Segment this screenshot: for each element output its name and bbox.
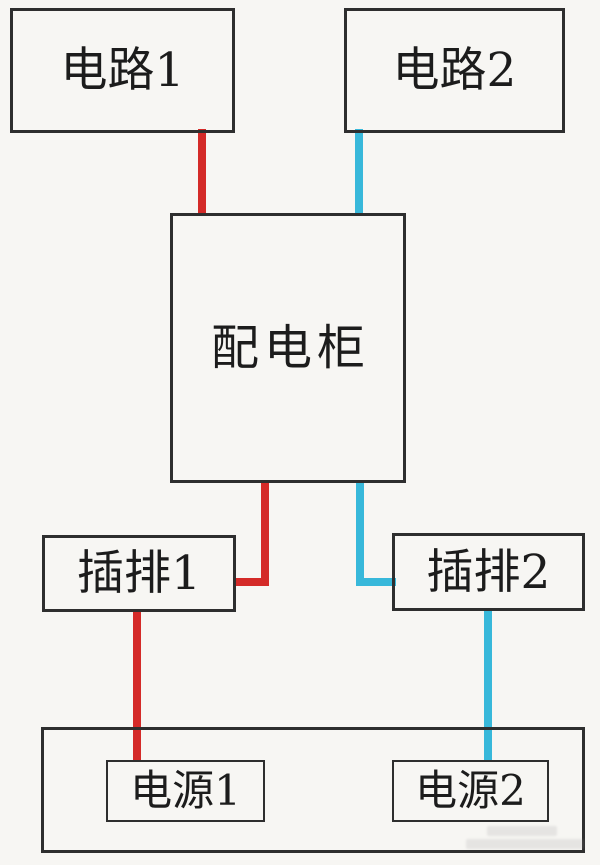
wire-strip2-to-source2 xyxy=(484,608,492,762)
node-power-source-2-label: 电源2 xyxy=(415,766,526,815)
watermark-smudge xyxy=(466,839,584,849)
power-sources-enclosure xyxy=(41,727,585,853)
node-power-source-1-label: 电源1 xyxy=(130,766,241,815)
node-power-source-2: 电源2 xyxy=(392,760,549,822)
wire-cabinet-to-strip2-vertical xyxy=(356,481,364,586)
wire-circuit1-to-cabinet xyxy=(198,129,206,216)
node-circuit-1-label: 电路1 xyxy=(60,43,185,98)
node-circuit-2-label: 电路2 xyxy=(392,43,517,98)
node-power-strip-2: 插排2 xyxy=(392,533,585,611)
wire-cabinet-to-strip2-horizontal xyxy=(356,578,396,586)
node-circuit-1: 电路1 xyxy=(10,8,235,133)
node-circuit-2: 电路2 xyxy=(344,8,565,133)
watermark-smudge xyxy=(487,826,557,836)
node-distribution-cabinet-label: 配电柜 xyxy=(210,320,370,376)
node-distribution-cabinet: 配电柜 xyxy=(170,213,406,483)
node-power-strip-1-label: 插排1 xyxy=(77,546,201,601)
node-power-source-1: 电源1 xyxy=(106,760,265,822)
wire-circuit2-to-cabinet xyxy=(355,129,363,216)
wire-cabinet-to-strip1-horizontal xyxy=(233,578,269,586)
wire-cabinet-to-strip1-vertical xyxy=(261,481,269,586)
node-power-strip-2-label: 插排2 xyxy=(426,544,551,600)
node-power-strip-1: 插排1 xyxy=(42,535,236,612)
wire-strip1-to-source1 xyxy=(133,609,141,762)
